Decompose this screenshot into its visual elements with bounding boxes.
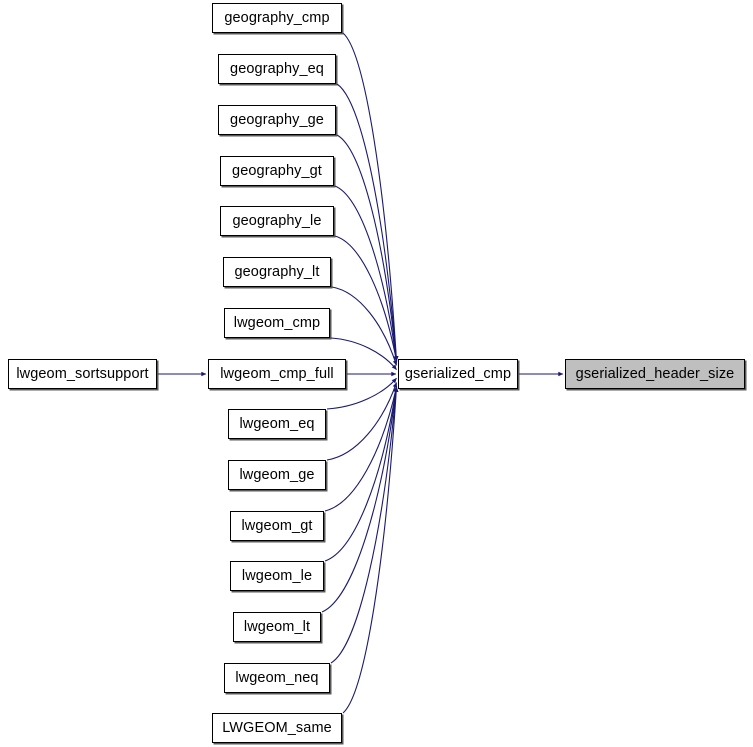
- node-lwgeom_cmp_full[interactable]: lwgeom_cmp_full: [208, 359, 346, 389]
- node-lwgeom_le[interactable]: lwgeom_le: [230, 561, 324, 591]
- edge-lwgeom_lt-to-gserialized_cmp: [321, 386, 399, 613]
- node-lwgeom_eq[interactable]: lwgeom_eq: [228, 409, 326, 439]
- node-geography_cmp[interactable]: geography_cmp: [212, 3, 342, 33]
- edge-LWGEOM_same-to-gserialized_cmp: [342, 386, 399, 714]
- node-gserialized_cmp[interactable]: gserialized_cmp: [398, 359, 518, 389]
- node-geography_lt[interactable]: geography_lt: [223, 257, 331, 287]
- node-lwgeom_cmp[interactable]: lwgeom_cmp: [224, 308, 330, 338]
- edge-geography_cmp-to-gserialized_cmp: [342, 32, 399, 362]
- edge-lwgeom_neq-to-gserialized_cmp: [330, 386, 399, 664]
- edge-lwgeom_gt-to-gserialized_cmp: [324, 386, 398, 512]
- node-lwgeom_neq[interactable]: lwgeom_neq: [224, 663, 330, 693]
- node-lwgeom_ge[interactable]: lwgeom_ge: [228, 460, 326, 490]
- edge-geography_gt-to-gserialized_cmp: [334, 185, 399, 362]
- node-geography_le[interactable]: geography_le: [220, 206, 334, 236]
- node-geography_gt[interactable]: geography_gt: [220, 156, 334, 186]
- edge-lwgeom_le-to-gserialized_cmp: [324, 386, 399, 562]
- edge-geography_le-to-gserialized_cmp: [334, 235, 398, 362]
- node-geography_eq[interactable]: geography_eq: [218, 54, 336, 84]
- node-geography_ge[interactable]: geography_ge: [218, 105, 336, 135]
- node-LWGEOM_same[interactable]: LWGEOM_same: [212, 713, 342, 743]
- edge-geography_lt-to-gserialized_cmp: [331, 286, 398, 366]
- node-gserialized_header_size[interactable]: gserialized_header_size: [565, 359, 745, 389]
- edge-lwgeom_ge-to-gserialized_cmp: [326, 382, 398, 461]
- edge-geography_eq-to-gserialized_cmp: [336, 83, 399, 362]
- node-lwgeom_sortsupport[interactable]: lwgeom_sortsupport: [8, 359, 157, 389]
- node-lwgeom_gt[interactable]: lwgeom_gt: [230, 511, 324, 541]
- edge-geography_ge-to-gserialized_cmp: [336, 134, 399, 362]
- node-lwgeom_lt[interactable]: lwgeom_lt: [233, 612, 321, 642]
